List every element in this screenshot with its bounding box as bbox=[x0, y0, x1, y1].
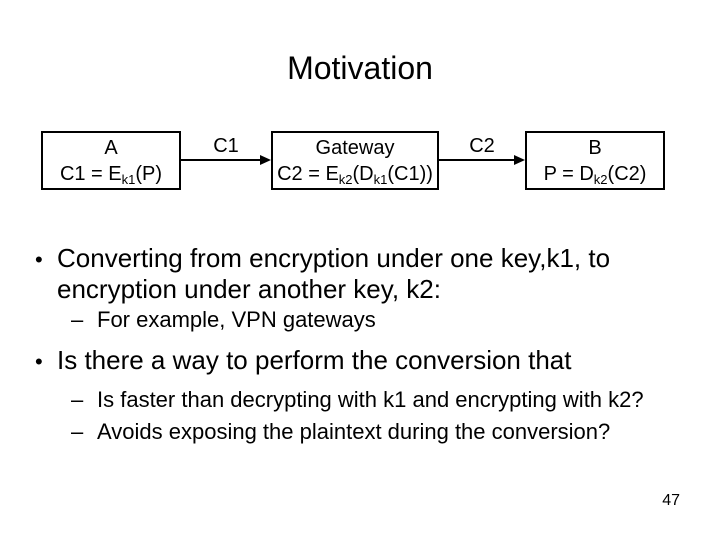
bullet-item: – Avoids exposing the plaintext during t… bbox=[34, 419, 694, 445]
arrow-label-c2: C2 bbox=[469, 135, 495, 157]
arrow-gateway-to-b bbox=[439, 159, 515, 161]
dash-marker: – bbox=[71, 419, 84, 444]
bullet-item: – For example, VPN gateways bbox=[34, 307, 694, 333]
diagram-box-a: A C1 = Ek1(P) bbox=[41, 131, 181, 190]
box-a-title: A bbox=[104, 136, 118, 159]
bullet-text: Is there a way to perform the conversion… bbox=[57, 345, 572, 375]
dash-marker: – bbox=[71, 387, 84, 412]
page-number: 47 bbox=[662, 492, 680, 509]
box-a-formula: C1 = Ek1(P) bbox=[59, 162, 163, 187]
slide-title: Motivation bbox=[287, 50, 433, 86]
dash-marker: – bbox=[71, 307, 84, 332]
bullet-item: – Is faster than decrypting with k1 and … bbox=[34, 387, 694, 413]
arrowhead-right-icon bbox=[514, 155, 525, 165]
arrow-a-to-gateway bbox=[181, 159, 261, 161]
bullet-item: • Is there a way to perform the conversi… bbox=[34, 345, 694, 376]
arrowhead-right-icon bbox=[260, 155, 271, 165]
diagram-box-gateway: Gateway C2 = Ek2(Dk1(C1)) bbox=[271, 131, 439, 190]
box-b-title: B bbox=[588, 136, 602, 159]
bullet-marker: • bbox=[35, 349, 43, 374]
box-gateway-formula: C2 = Ek2(Dk1(C1)) bbox=[277, 162, 433, 187]
bullet-text: Avoids exposing the plaintext during the… bbox=[97, 419, 611, 444]
bullet-text: Converting from encryption under one key… bbox=[57, 243, 611, 304]
box-b-formula: P = Dk2(C2) bbox=[543, 162, 647, 187]
bullet-text: For example, VPN gateways bbox=[97, 307, 376, 332]
bullet-marker: • bbox=[35, 247, 43, 272]
diagram-box-b: B P = Dk2(C2) bbox=[525, 131, 665, 190]
arrow-label-c1: C1 bbox=[213, 135, 239, 157]
bullet-text: Is faster than decrypting with k1 and en… bbox=[97, 387, 644, 412]
bullet-item: • Converting from encryption under one k… bbox=[34, 243, 694, 305]
box-gateway-title: Gateway bbox=[315, 136, 395, 159]
